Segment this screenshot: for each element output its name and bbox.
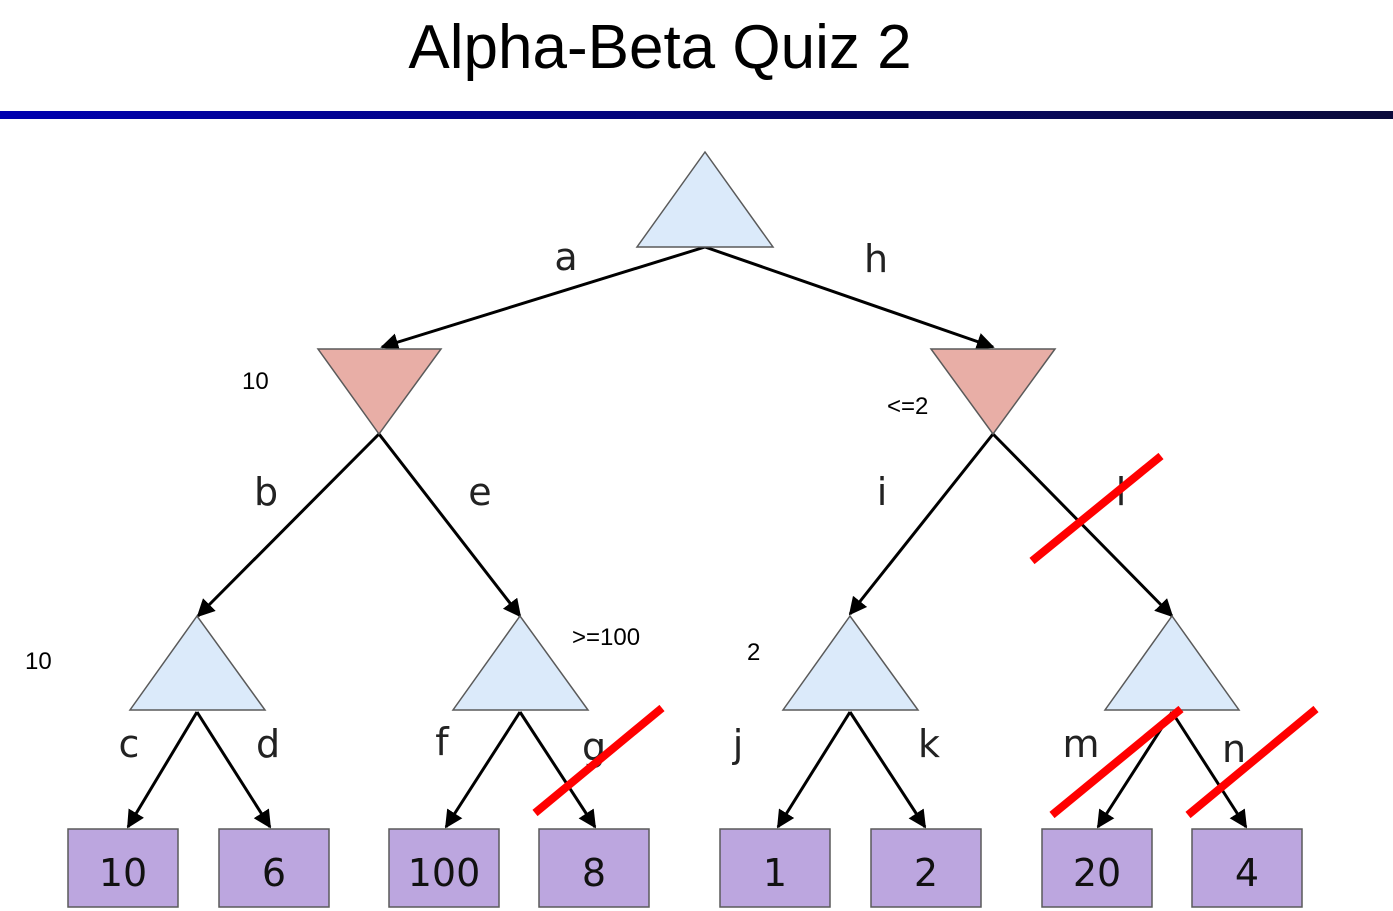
edge-n xyxy=(1170,711,1248,829)
max-node-lr xyxy=(451,614,590,711)
edge-d xyxy=(195,711,272,829)
tree-nodes xyxy=(128,150,1241,711)
leaf-value: 20 xyxy=(1073,851,1121,895)
annotation-max-right-left: 2 xyxy=(747,639,760,666)
max-node-ll xyxy=(128,614,267,711)
edge-h xyxy=(704,245,995,351)
edge-label-i: i xyxy=(877,470,888,514)
page-title: Alpha-Beta Quiz 2 xyxy=(408,13,911,82)
leaf-box: 6 xyxy=(218,828,330,908)
edge-e xyxy=(377,433,522,618)
edge-c xyxy=(126,711,199,829)
leaf-box: 4 xyxy=(1191,828,1303,908)
annotation-min-left: 10 xyxy=(242,368,269,395)
prune-mark-n xyxy=(1185,705,1319,819)
prune-mark-l xyxy=(1029,452,1164,565)
leaf-value: 6 xyxy=(262,851,286,895)
leaf-box: 8 xyxy=(538,828,650,908)
min-node-left xyxy=(316,348,443,436)
leaf-value: 4 xyxy=(1235,851,1259,895)
title-rule xyxy=(0,111,1393,119)
leaf-box: 2 xyxy=(870,828,982,908)
edge-k xyxy=(848,711,927,829)
edge-label-e: e xyxy=(468,470,491,514)
leaf-box: 20 xyxy=(1041,828,1153,908)
prune-marks xyxy=(532,452,1319,819)
leaf-value: 2 xyxy=(914,851,938,895)
edge-label-n: n xyxy=(1222,727,1246,771)
edge-label-m: m xyxy=(1062,722,1099,766)
annotation-max-left-left: 10 xyxy=(25,648,52,675)
edge-label-b: b xyxy=(254,470,278,514)
annotation-min-right: <=2 xyxy=(887,393,928,420)
edge-g xyxy=(518,711,597,829)
edge-label-c: c xyxy=(119,722,140,766)
edge-i xyxy=(848,433,995,616)
edge-label-d: d xyxy=(256,722,280,766)
leaf-value: 1 xyxy=(763,851,787,895)
edge-b xyxy=(196,432,381,618)
min-node-right xyxy=(929,348,1057,436)
edge-label-a: a xyxy=(554,235,577,279)
edge-f xyxy=(444,711,522,829)
leaf-value: 8 xyxy=(582,851,606,895)
edge-labels: a h b e i l c d f g j k m n xyxy=(119,235,1247,771)
leaf-box: 1 xyxy=(719,828,831,908)
edge-j xyxy=(776,711,852,829)
edge-label-h: h xyxy=(864,237,888,281)
edge-label-k: k xyxy=(918,722,940,766)
prune-mark-g xyxy=(532,704,665,817)
edge-label-f: f xyxy=(435,720,450,764)
leaf-box: 100 xyxy=(388,828,500,908)
annotation-max-left-right: >=100 xyxy=(572,624,640,651)
max-node-rl xyxy=(781,614,920,711)
prune-mark-m xyxy=(1049,705,1184,819)
leaf-value: 100 xyxy=(408,851,481,895)
leaf-box: 10 xyxy=(67,828,179,908)
leaf-row: 10 6 100 8 1 2 20 4 xyxy=(67,828,1303,908)
root-max-node xyxy=(635,150,775,248)
value-annotations: 10 <=2 10 >=100 2 xyxy=(25,368,928,675)
edge-a xyxy=(380,245,706,351)
edge-label-j: j xyxy=(732,722,744,766)
max-node-rr xyxy=(1103,614,1241,711)
leaf-value: 10 xyxy=(99,851,147,895)
